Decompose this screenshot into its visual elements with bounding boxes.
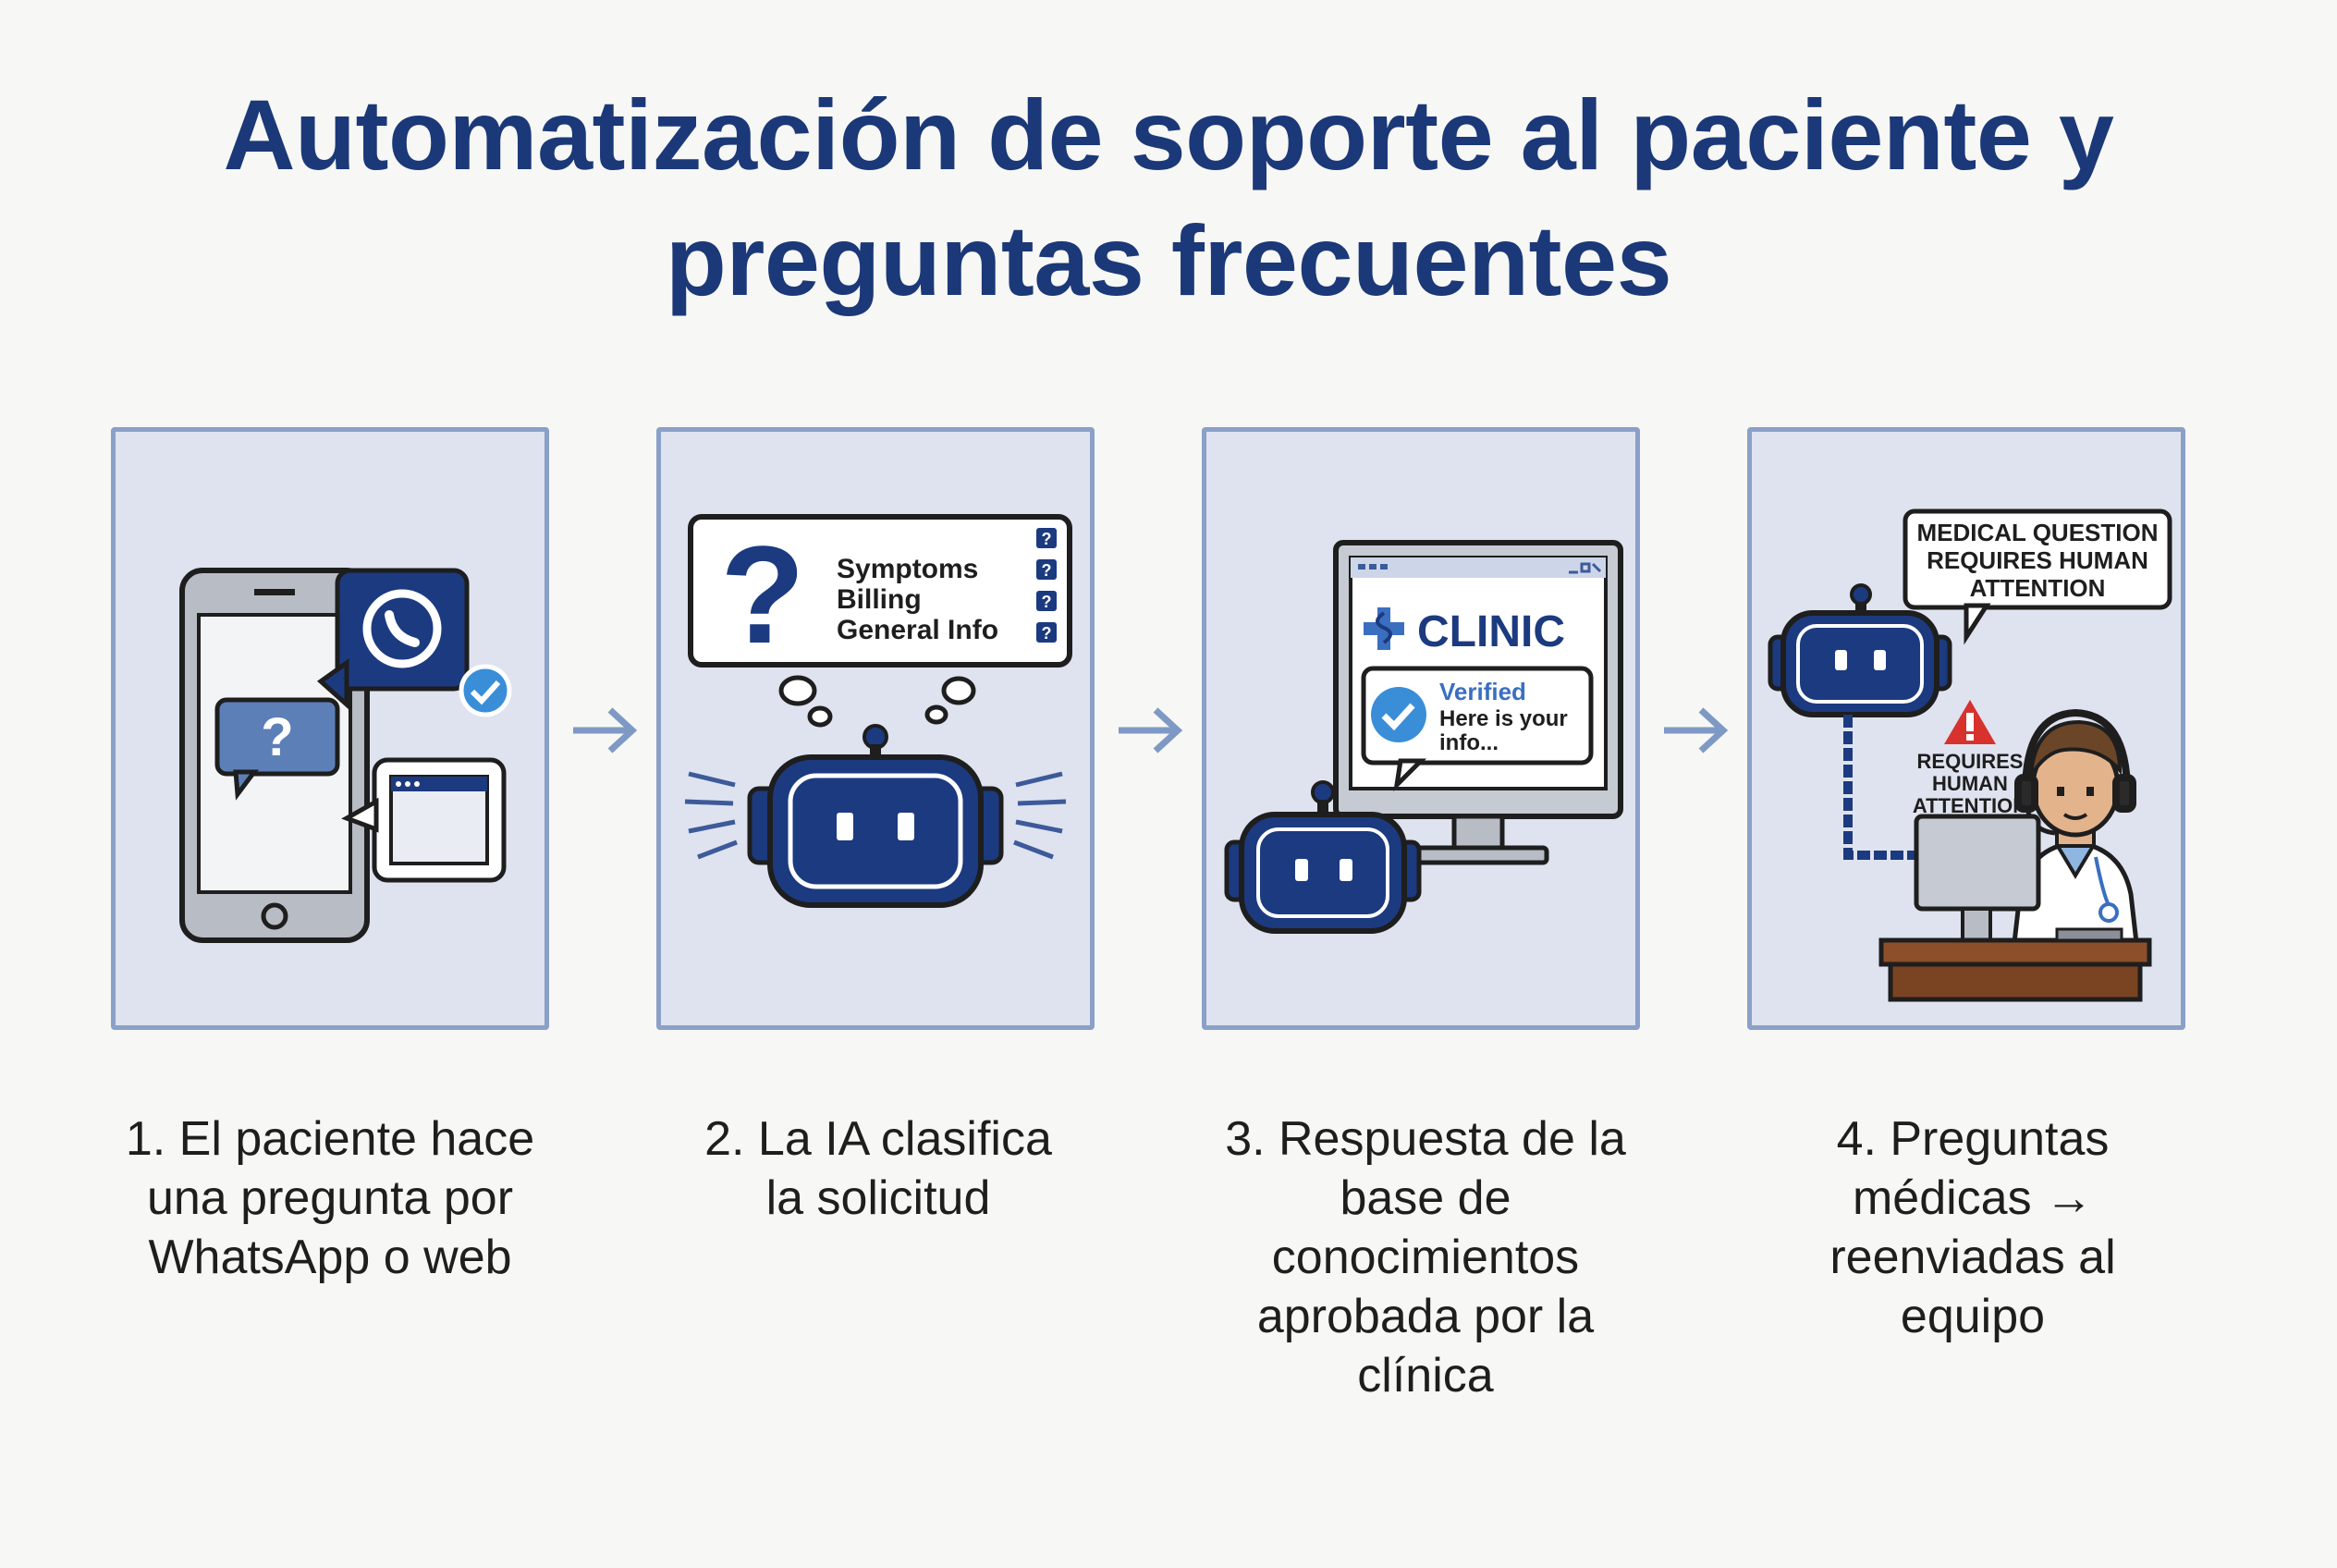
warning-text-line-3: ATTENTION [1913, 794, 2027, 817]
arrow-icon [1664, 707, 1729, 753]
warning-text-line-1: REQUIRES [1917, 750, 2024, 773]
title-line-2: preguntas frecuentes [665, 204, 1672, 316]
step-1-illustration: ? [179, 568, 512, 943]
alert-speech-box: MEDICAL QUESTION REQUIRES HUMAN ATTENTIO… [1903, 508, 2172, 645]
svg-text:?: ? [261, 707, 293, 767]
step-1-panel: ? [111, 427, 549, 1030]
warning-icon [1944, 700, 1996, 744]
thought-bubble-icon [778, 675, 976, 728]
step-4-panel: MEDICAL QUESTION REQUIRES HUMAN ATTENTIO… [1747, 427, 2185, 1030]
check-badge-icon [1371, 687, 1426, 742]
verified-text-line-1: Here is your [1439, 706, 1568, 731]
arrow-icon [1119, 707, 1183, 753]
check-badge-icon [459, 664, 512, 717]
question-mark-icon: ? [720, 517, 805, 672]
svg-text:?: ? [1042, 561, 1052, 580]
question-bubble-icon: ? [214, 697, 340, 801]
step-3-caption: 3. Respuesta de la base de conocimientos… [1225, 1112, 1626, 1403]
step-1-caption: 1. El paciente hace una pregunta por Wha… [125, 1112, 535, 1284]
svg-text:?: ? [1042, 593, 1052, 611]
title-line-1: Automatización de soporte al paciente y [223, 79, 2114, 190]
desk-icon [1878, 927, 2152, 1002]
whatsapp-icon [317, 568, 470, 710]
robot-icon [1224, 780, 1422, 934]
alert-text-line-3: ATTENTION [1970, 574, 2106, 602]
step-2-caption: 2. La IA clasifica la solicitud [704, 1112, 1052, 1225]
robot-icon [747, 724, 1004, 908]
alert-text-line-1: MEDICAL QUESTION [1917, 519, 2159, 546]
step-4-caption: 4. Preguntas médicas → reenviadas al equ… [1829, 1112, 2116, 1343]
arrow-icon [573, 707, 638, 753]
clinic-label: CLINIC [1417, 607, 1565, 656]
category-symptoms: Symptoms [837, 554, 978, 584]
verified-message-bubble: Verified Here is your info... [1361, 666, 1594, 792]
category-billing: Billing [837, 584, 922, 615]
medical-cross-icon [1364, 607, 1404, 650]
warning-text-line-2: HUMAN [1932, 772, 2008, 795]
verified-text-line-2: info... [1439, 730, 1499, 755]
step-3-panel: CLINIC Verified Here is your info... [1202, 427, 1640, 1030]
category-list-box: ? Symptoms Billing General Info ?? ?? [688, 514, 1072, 672]
category-general-info: General Info [837, 615, 998, 645]
step-2-illustration: ? Symptoms Billing General Info ?? ?? [684, 514, 1072, 908]
svg-text:?: ? [1042, 624, 1052, 643]
step-2-panel: ? Symptoms Billing General Info ?? ?? [656, 427, 1095, 1030]
step-3-illustration: CLINIC Verified Here is your info... [1224, 540, 1623, 934]
signal-lines [684, 771, 1067, 860]
robot-icon [1768, 583, 1952, 717]
verified-title: Verified [1439, 678, 1526, 705]
step-4-illustration: MEDICAL QUESTION REQUIRES HUMAN ATTENTIO… [1768, 508, 2172, 1002]
svg-text:?: ? [1042, 530, 1052, 548]
alert-text-line-2: REQUIRES HUMAN [1927, 546, 2148, 574]
web-window-icon [341, 757, 507, 883]
page-title: Automatización de soporte al paciente y … [0, 72, 2337, 324]
